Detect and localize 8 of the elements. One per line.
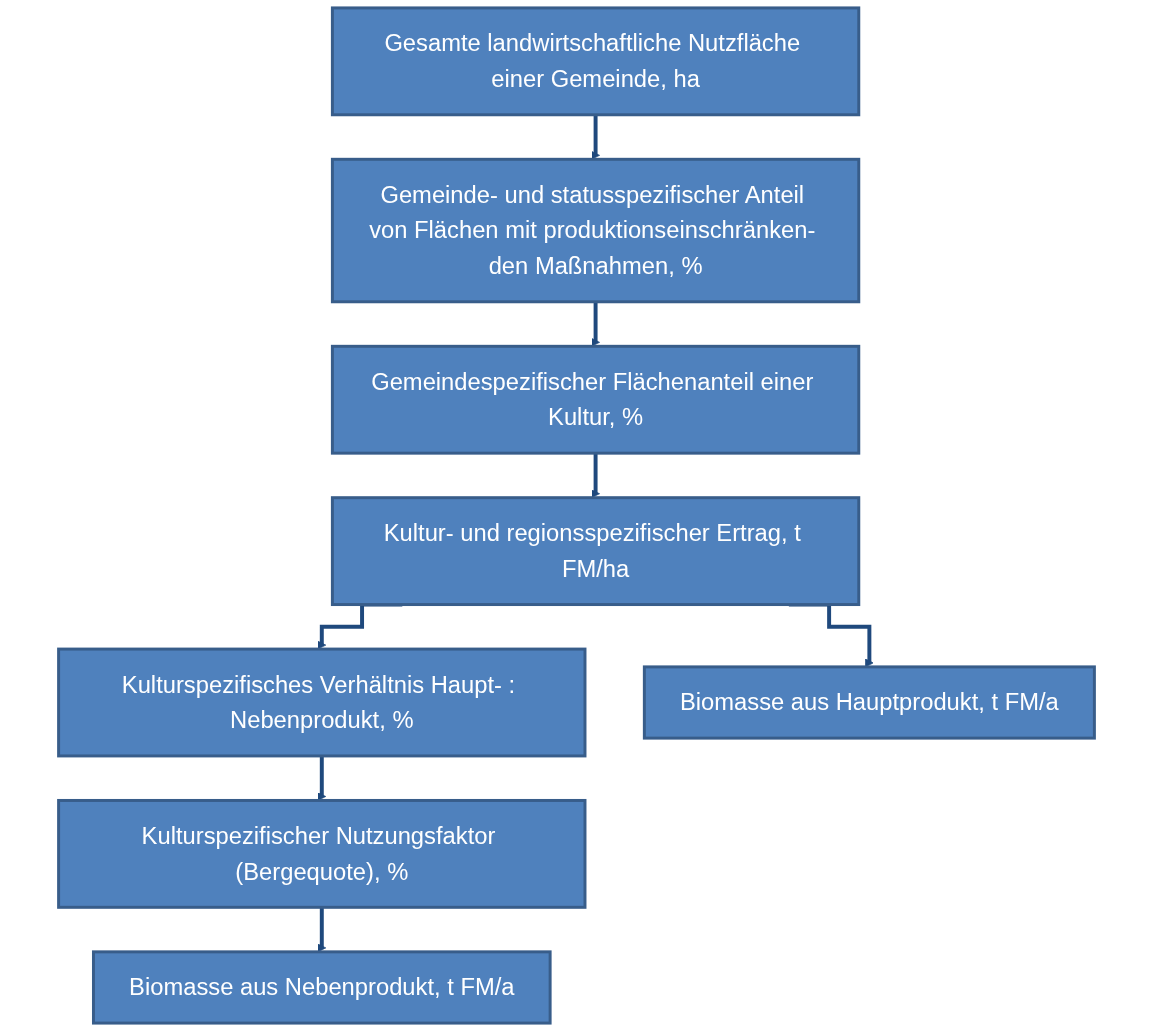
node-box: Biomasse aus Hauptprodukt, t FM/a xyxy=(642,665,1096,740)
node-box: Kulturspezifisches Verhältnis Haupt- : Nebenprodukt, % xyxy=(57,647,587,758)
node-box: Kulturspezifischer Nutzungsfaktor (Bergequote), % xyxy=(57,798,587,909)
node-box: Gemeindespezifischer Flächenanteil einer Kultur, % xyxy=(330,344,861,455)
node-box: Biomasse aus Nebenprodukt, t FM/a xyxy=(92,950,552,1025)
node-box: Kultur- und regionsspezifischer Ertrag, t FM/ha xyxy=(330,496,861,607)
node-box: Gesamte landwirtschaftliche Nutzfläche einer Gemeinde, ha xyxy=(330,6,861,117)
node-box: Gemeinde- und statusspezifischer Anteil von Flächen mit produktionseinschränken- den Maßnahmen, % xyxy=(330,157,861,304)
